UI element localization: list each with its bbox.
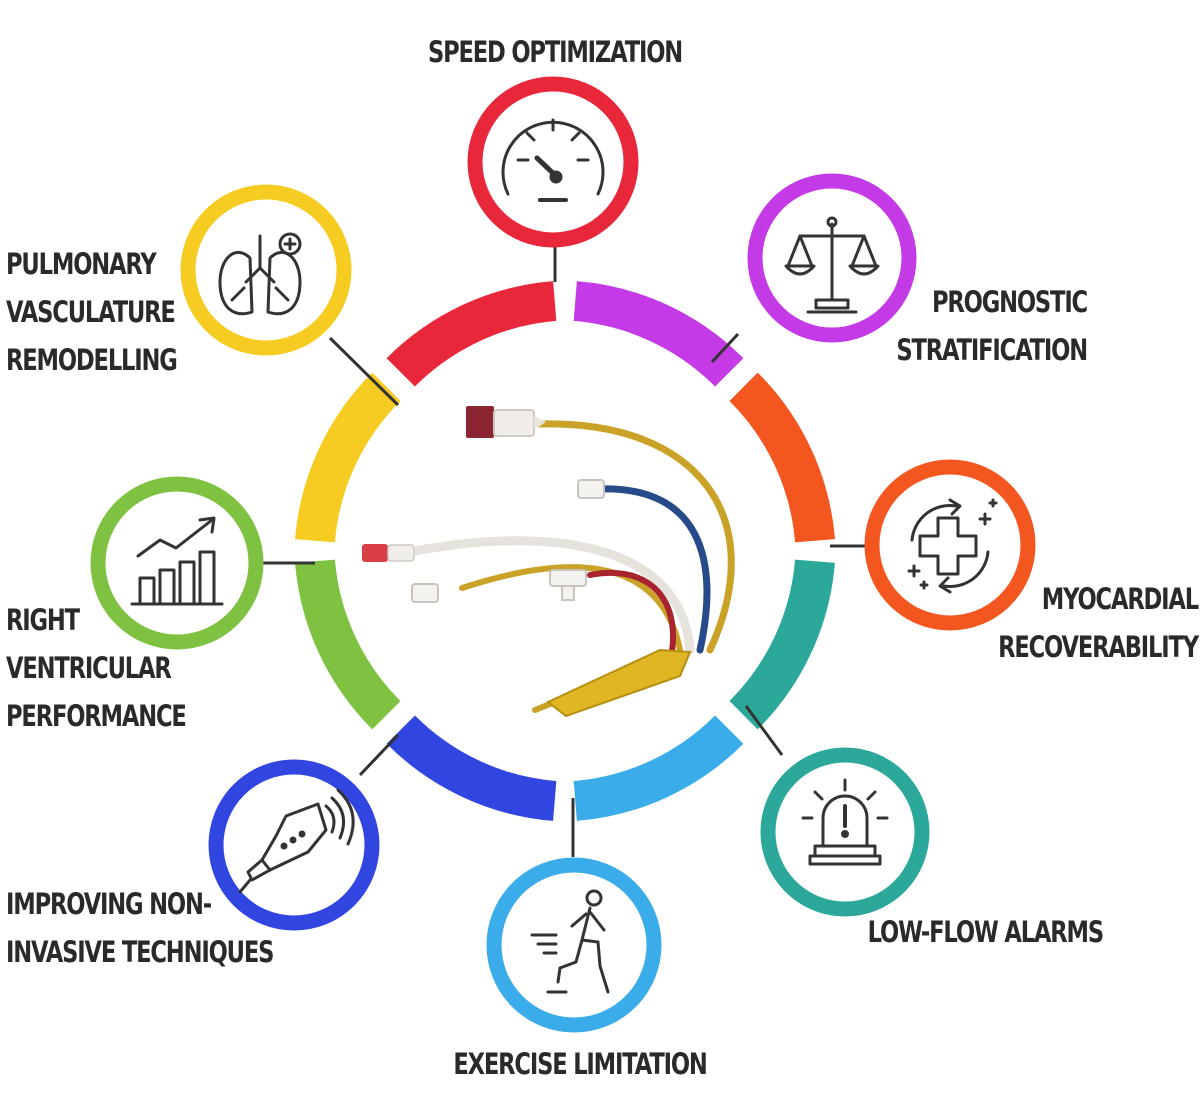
label-low-flow-alarms: LOW-FLOW ALARMS: [867, 915, 1105, 949]
ultrasound-probe-icon: [238, 788, 355, 894]
ring-arc-exercise: [573, 715, 744, 821]
growth-bar-chart-icon: [130, 516, 224, 606]
ring-arc-prognostic: [573, 281, 744, 387]
node-exercise: [486, 857, 662, 1033]
node-circles: [90, 76, 1036, 1033]
node-noninvasive: [208, 759, 380, 931]
node-pulmonary: [180, 184, 352, 356]
central-ring: [295, 281, 835, 821]
heart-recovery-cross-icon: [907, 498, 998, 594]
node-speed: [467, 76, 639, 248]
ring-arc-myocardial: [729, 372, 835, 543]
ring-arc-rv: [295, 559, 401, 730]
label-prognostic-stratification: PROGNOSTIC STRATIFICATION: [896, 285, 1088, 367]
balance-scale-icon: [784, 216, 880, 314]
label-exercise-limitation: EXERCISE LIMITATION: [453, 1047, 708, 1081]
pulmonary-artery-catheter-illustration: [362, 406, 735, 718]
connector-lines: [263, 245, 868, 857]
ring-arc-lowflow: [729, 559, 835, 730]
ring-arc-noninvasive: [386, 715, 557, 821]
label-pulmonary-vasculature-remodelling: PULMONARY VASCULATURE REMODELLING: [6, 247, 178, 377]
label-myocardial-recoverability: MYOCARDIAL RECOVERABILITY: [998, 582, 1199, 664]
node-myocardial: [864, 459, 1036, 631]
ring-arc-pulmonary: [295, 372, 401, 543]
speedometer-icon: [501, 118, 605, 202]
alarm-siren-icon: [801, 778, 889, 866]
label-improving-non-invasive-techniques: IMPROVING NON- INVASIVE TECHNIQUES: [6, 887, 274, 969]
label-right-ventricular-performance: RIGHT VENTRICULAR PERFORMANCE: [6, 603, 187, 733]
label-speed-optimization: SPEED OPTIMIZATION: [427, 35, 683, 69]
lungs-icon: [218, 232, 302, 315]
ring-arc-speed: [386, 281, 557, 387]
running-person-icon: [530, 889, 610, 994]
